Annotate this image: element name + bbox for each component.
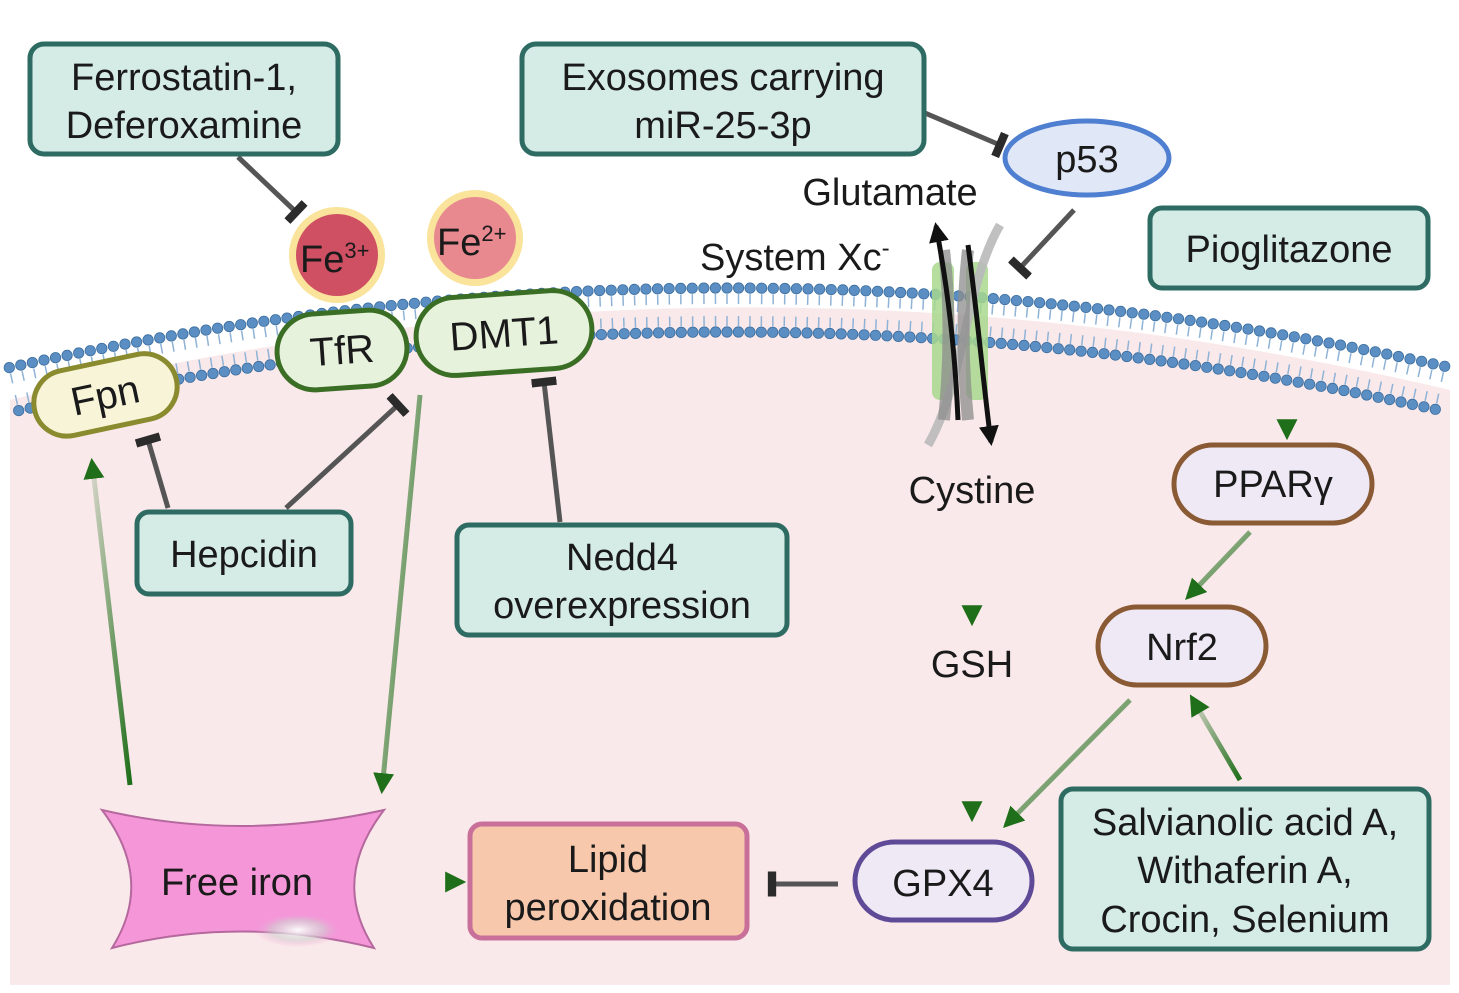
free-iron-shape: Free iron [99,808,387,950]
gpx4-protein: GPX4 [852,839,1035,923]
fe3-charge: 3+ [344,238,369,263]
hepcidin-inhibits-tfr-line [284,392,410,510]
salvianolic-line2: Withaferin A, [1137,850,1352,892]
system-xc-transporter [924,222,1004,448]
ppar-to-nrf2-arrow [1185,530,1252,601]
hepcidin-inhibits-fpn-line [134,432,171,509]
exosomes-line1: Exosomes carrying [561,57,884,99]
cystine-label: Cystine [909,470,1036,512]
salvianolic-line1: Salvianolic acid A, [1092,802,1398,844]
ppar-label: PPARγ [1213,464,1333,506]
hepcidin-label: Hepcidin [170,534,318,576]
nedd4-box: Nedd4 overexpression [454,522,790,638]
lipid-peroxidation-box: Lipid peroxidation [467,821,750,941]
ferrostatin-line1: Ferrostatin-1, [71,57,297,99]
salvianolic-box: Salvianolic acid A, Withaferin A, Crocin… [1058,786,1432,952]
free-iron-to-fpn-arrow [83,457,133,786]
fe3-ion: Fe3+ [289,207,385,303]
lipid-line1: Lipid [568,839,648,881]
pioglitazone-label: Pioglitazone [1185,229,1392,271]
ppar-gamma-protein: PPARγ [1171,442,1375,526]
nedd4-line2: overexpression [493,585,751,627]
nedd4-inhibits-dmt1-line [531,376,563,523]
tfr-protein: TfR [274,307,410,393]
hepcidin-box: Hepcidin [134,509,354,597]
gpx4-label: GPX4 [892,863,993,905]
exosomes-box: Exosomes carrying miR-25-3p [519,41,927,157]
p53-inhibits-system-xc-line [1008,208,1076,280]
salvianolic-to-nrf2-arrow [1189,694,1243,782]
p53-protein: p53 [1002,118,1172,198]
pathway-connectors [83,110,1298,897]
cystine-import-arrow [965,244,999,446]
p53-label: p53 [1055,139,1118,181]
nrf2-label: Nrf2 [1146,627,1218,669]
nrf2-to-gpx4-arrow [1003,698,1132,828]
glutamate-label: Glutamate [802,172,977,214]
tfr-label: TfR [308,327,375,375]
salvianolic-line3: Crocin, Selenium [1100,899,1389,941]
lipid-line2: peroxidation [504,887,711,929]
svg-text:Fe3+: Fe3+ [300,238,369,281]
fe2-label: Fe [437,222,481,264]
ferrostatin-inhibits-fe3-line [236,155,308,224]
dmt1-to-free-iron-arrow [373,394,423,795]
exosomes-inhibit-p53-line [924,110,1009,159]
svg-text:Fe2+: Fe2+ [437,221,506,264]
nrf2-protein: Nrf2 [1095,604,1269,688]
glutamate-export-arrow [929,222,961,421]
free-iron-label: Free iron [161,862,313,904]
dmt1-protein: DMT1 [413,288,595,378]
system-xc-label: System Xc- [700,235,890,279]
gsh-label: GSH [931,644,1013,686]
fe3-label: Fe [300,239,344,281]
nedd4-line1: Nedd4 [566,537,678,579]
exosomes-line2: miR-25-3p [634,105,811,147]
dmt1-label: DMT1 [448,308,560,359]
fe2-ion: Fe2+ [427,190,523,286]
ferrostatin-line2: Deferoxamine [66,105,303,147]
fe2-charge: 2+ [481,221,506,246]
pioglitazone-box: Pioglitazone [1147,205,1431,291]
ferrostatin-box: Ferrostatin-1, Deferoxamine [27,41,341,157]
fpn-protein: Fpn [31,351,180,439]
